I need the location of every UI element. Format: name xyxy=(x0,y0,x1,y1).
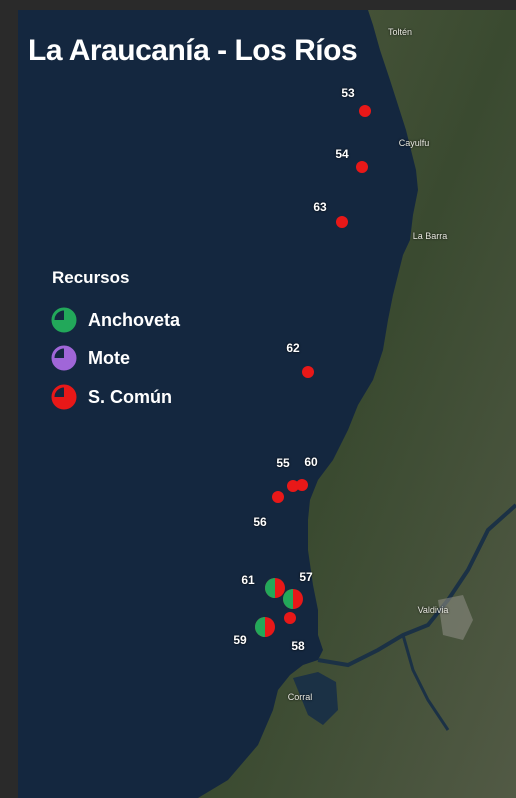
station-label: 63 xyxy=(313,200,327,214)
station-53-marker[interactable] xyxy=(359,105,371,117)
place-la-barra: La Barra xyxy=(412,231,448,241)
estuary xyxy=(293,672,338,725)
station-label: 61 xyxy=(241,573,255,587)
place-tolten: Toltén xyxy=(387,27,413,37)
place-cayulfu: Cayulfu xyxy=(398,138,430,148)
pie-anchoveta-icon xyxy=(51,307,77,333)
station-59-marker[interactable] xyxy=(255,617,275,637)
station-56-marker[interactable] xyxy=(272,491,284,503)
pie-mote-icon xyxy=(51,345,77,371)
legend-item-anchoveta: Anchoveta xyxy=(50,306,180,334)
station-62-marker[interactable] xyxy=(302,366,314,378)
station-61-marker[interactable] xyxy=(265,578,285,598)
station-57-marker[interactable] xyxy=(283,589,303,609)
station-63-marker[interactable] xyxy=(336,216,348,228)
station-60-marker[interactable] xyxy=(296,479,308,491)
legend-item-mote: Mote xyxy=(50,344,130,372)
station-55-marker[interactable] xyxy=(287,480,299,492)
station-label: 59 xyxy=(233,633,247,647)
legend-item-s-comun: S. Común xyxy=(50,383,172,411)
place-valdivia: Valdivia xyxy=(417,605,449,615)
station-label: 55 xyxy=(276,456,290,470)
town-valdivia xyxy=(438,595,473,640)
place-corral: Corral xyxy=(287,692,313,702)
map-title: La Araucanía - Los Ríos xyxy=(28,34,358,67)
station-label: 58 xyxy=(291,639,305,653)
station-label: 57 xyxy=(299,570,313,584)
pie-s-comun-icon xyxy=(51,384,77,410)
legend-title: Recursos xyxy=(52,268,130,287)
satellite-map[interactable] xyxy=(18,10,516,798)
legend-label: Anchoveta xyxy=(88,309,181,330)
station-label: 62 xyxy=(286,341,300,355)
river xyxy=(317,503,516,668)
station-label: 60 xyxy=(304,455,318,469)
land xyxy=(198,10,516,798)
legend-label: Mote xyxy=(88,347,130,368)
station-label: 53 xyxy=(341,86,355,100)
station-label: 56 xyxy=(253,515,267,529)
station-label: 54 xyxy=(335,147,349,161)
station-58-marker[interactable] xyxy=(284,612,296,624)
legend-label: S. Común xyxy=(88,386,172,407)
river xyxy=(401,634,450,731)
station-54-marker[interactable] xyxy=(356,161,368,173)
